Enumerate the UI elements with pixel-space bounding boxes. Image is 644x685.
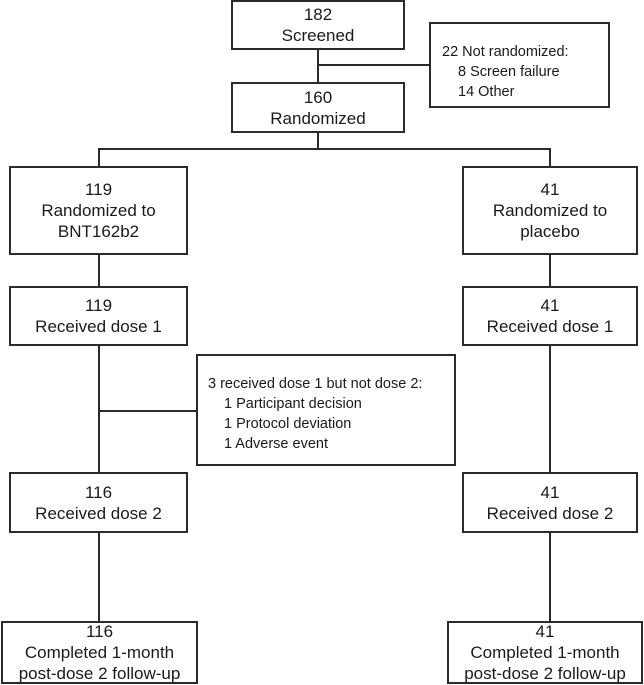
not-randomized-box: 22 Not randomized: 8 Screen failure 14 O… [429,22,610,108]
placebo-dose1-count: 41 [540,296,560,315]
connector-split-right [549,148,551,167]
placebo-dose1-box: 41 Received dose 1 [462,286,638,346]
placebo-dose2-box: 41 Received dose 2 [462,472,638,533]
placebo-randomized-count: 41 [540,180,560,199]
connector-placebo-dose2-followup [549,532,551,622]
connector-split-left [98,148,100,167]
not-randomized-item: 8 Screen failure [458,64,560,80]
placebo-randomized-line2: placebo [520,222,580,241]
vaccine-followup-count: 116 [85,622,114,641]
vaccine-dose2-label: Received dose 2 [35,503,162,523]
randomized-box: 160 Randomized [231,82,405,133]
not-dose2-title: 3 received dose 1 but not dose 2: [208,376,423,392]
connector-vaccine-dose2-followup [98,532,100,622]
vaccine-randomized-line1: Randomized to [41,201,156,220]
connector-not-dose2 [99,410,197,412]
connector-vaccine-dose1-dose2 [98,345,100,472]
placebo-dose2-count: 41 [540,482,560,502]
vaccine-dose1-count: 119 [84,296,113,315]
vaccine-dose1-box: 119 Received dose 1 [9,286,188,346]
screened-box: 182 Screened [231,0,405,50]
placebo-followup-line2: post-dose 2 follow-up [464,664,626,683]
not-randomized-title: 22 Not randomized: [442,44,569,60]
vaccine-followup-line2: post-dose 2 follow-up [18,664,181,683]
placebo-followup-box: 41 Completed 1-month post-dose 2 follow-… [447,621,643,684]
placebo-dose1-label: Received dose 1 [486,317,614,336]
not-dose2-item: 1 Protocol deviation [224,416,352,432]
randomized-label: Randomized [270,108,366,128]
not-dose2-item: 1 Adverse event [224,436,328,452]
connector-placebo-dose1-dose2 [549,345,551,472]
not-randomized-item: 14 Other [458,84,515,100]
vaccine-dose1-label: Received dose 1 [35,317,162,336]
vaccine-randomized-count: 119 [84,180,113,199]
screened-label: Screened [281,26,355,45]
vaccine-dose2-count: 116 [84,482,113,502]
not-dose2-item: 1 Participant decision [224,396,362,412]
vaccine-followup-box: 116 Completed 1-month post-dose 2 follow… [1,621,198,684]
placebo-dose2-label: Received dose 2 [486,503,614,523]
placebo-followup-line1: Completed 1-month [470,643,620,662]
placebo-randomized-line1: Randomized to [492,201,608,220]
connector-exclusion [318,64,430,66]
connector-randomized-split [317,132,319,149]
connector-vaccine-rand-dose1 [98,254,100,287]
placebo-followup-count: 41 [535,622,555,641]
vaccine-randomized-box: 119 Randomized to BNT162b2 [9,166,188,255]
randomized-count: 160 [303,87,333,107]
vaccine-dose2-box: 116 Received dose 2 [9,472,188,533]
not-dose2-box: 3 received dose 1 but not dose 2: 1 Part… [196,354,456,466]
vaccine-randomized-line2: BNT162b2 [57,222,140,241]
vaccine-followup-line1: Completed 1-month [24,643,175,662]
placebo-randomized-box: 41 Randomized to placebo [462,166,638,255]
connector-placebo-rand-dose1 [549,254,551,287]
connector-split-horizontal [98,148,550,150]
screened-count: 182 [303,5,333,24]
